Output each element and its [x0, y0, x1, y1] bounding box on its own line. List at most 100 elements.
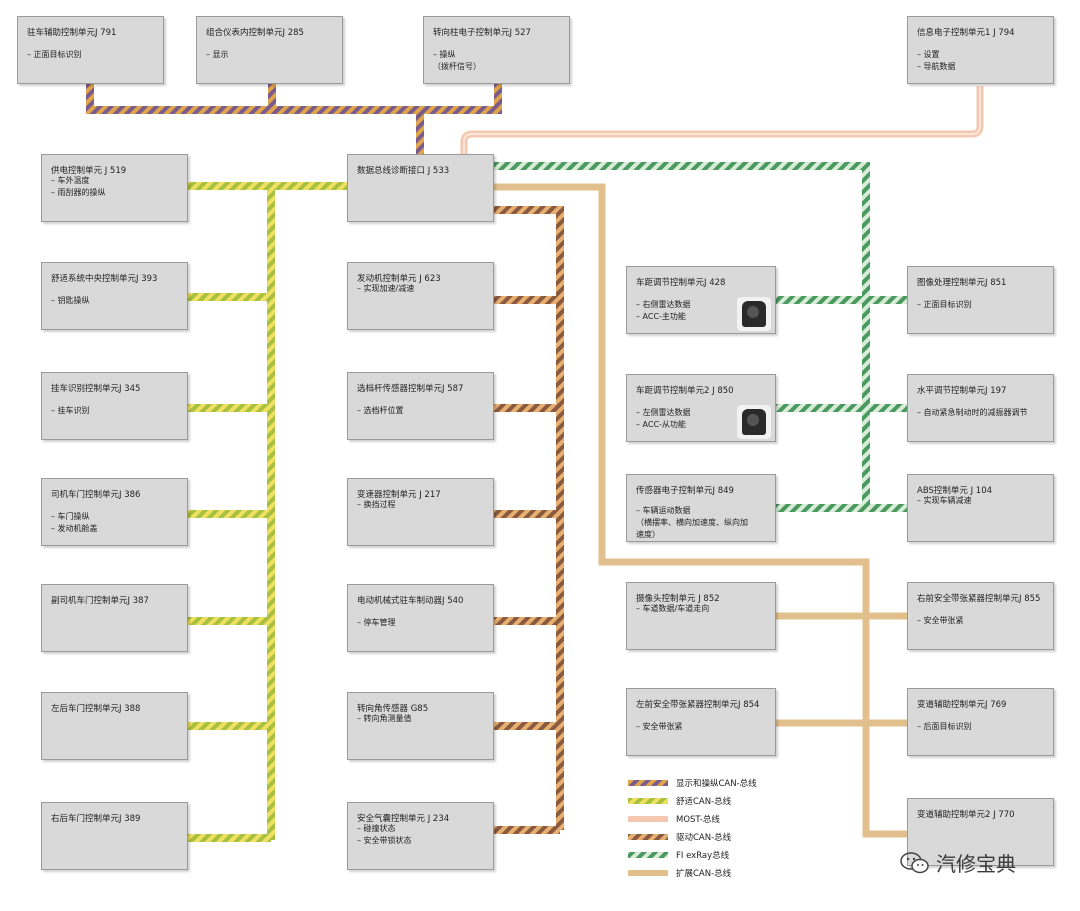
unit-j794: 信息电子控制单元1 J 794 – 设置 – 导航数据	[907, 16, 1054, 84]
unit-j623: 发动机控制单元 J 623 – 实现加速/减速	[347, 262, 494, 330]
unit-function: – 正面目标识别	[917, 300, 972, 309]
unit-title: 数据总线诊断接口 J 533	[357, 166, 450, 176]
unit-j234: 安全气囊控制单元 J 234 – 碰撞状态 – 安全带锁状态	[347, 802, 494, 870]
unit-functions: – 后面目标识别	[917, 721, 972, 733]
unit-function: – 实现加速/减速	[357, 284, 415, 293]
display-can-bus	[86, 84, 502, 156]
unit-j389: 右后车门控制单元J 389	[41, 802, 188, 870]
unit-j428: 车距调节控制单元J 428 – 右侧雷达数据 – ACC-主功能	[626, 266, 776, 334]
unit-j285: 组合仪表内控制单元J 285 – 显示	[196, 16, 343, 84]
watermark: 汽修宝典	[900, 848, 1016, 877]
unit-functions: – 车门操纵 – 发动机舱盖	[51, 511, 98, 535]
drive-can-bus	[494, 206, 564, 834]
unit-j387: 副司机车门控制单元J 387	[41, 584, 188, 652]
unit-title: 供电控制单元 J 519	[51, 166, 127, 176]
unit-j533-gateway: 数据总线诊断接口 J 533	[347, 154, 494, 222]
unit-function: – 车外温度	[51, 176, 90, 185]
unit-function: – 雨刮器的操纵	[51, 188, 106, 197]
unit-title: 安全气囊控制单元 J 234	[357, 814, 450, 824]
unit-title: 副司机车门控制单元J 387	[51, 596, 149, 606]
unit-functions: – 右侧雷达数据 – ACC-主功能	[636, 299, 691, 323]
unit-function: – 车辆运动数据	[636, 506, 691, 515]
unit-function: （拨杆信号）	[433, 62, 481, 71]
unit-functions: – 实现加速/减速	[357, 283, 414, 295]
watermark-text: 汽修宝典	[936, 852, 1016, 876]
unit-functions: – 停车管理	[357, 617, 396, 629]
legend-label-most: MOST-总线	[676, 815, 720, 825]
legend-swatch-flexray	[628, 852, 668, 858]
unit-function: – 车道数据/车道走向	[636, 604, 710, 613]
unit-j770: 变道辅助控制单元2 J 770	[907, 798, 1054, 866]
unit-functions: – 安全带张紧	[917, 615, 964, 627]
legend-label-flexray: FI exRay总线	[676, 851, 730, 861]
unit-j852: 摄像头控制单元 J 852 – 车道数据/车道走向	[626, 582, 776, 650]
unit-title: 左前安全带张紧器控制单元J 854	[636, 700, 760, 710]
unit-title: 发动机控制单元 J 623	[357, 274, 441, 284]
unit-functions: – 碰撞状态 – 安全带锁状态	[357, 823, 412, 847]
legend-label-extended: 扩展CAN-总线	[676, 869, 732, 879]
unit-j345: 挂车识别控制单元J 345 – 挂车识别	[41, 372, 188, 440]
unit-function: – 转向角测量值	[357, 714, 412, 723]
unit-j791: 驻车辅助控制单元J 791 – 正面目标识别	[17, 16, 164, 84]
unit-title: 司机车门控制单元J 386	[51, 490, 141, 500]
unit-title: 舒适系统中央控制单元J 393	[51, 274, 158, 284]
unit-title: 组合仪表内控制单元J 285	[206, 28, 304, 38]
unit-g85: 转向角传感器 G85 – 转向角测量值	[347, 692, 494, 760]
legend-label-display: 显示和操纵CAN-总线	[676, 779, 757, 789]
unit-title: 转向角传感器 G85	[357, 704, 429, 714]
unit-function: – 钥匙操纵	[51, 296, 90, 305]
wechat-icon	[900, 851, 929, 873]
unit-functions: – 换挡过程	[357, 499, 396, 511]
unit-function: – 碰撞状态	[357, 824, 396, 833]
legend-swatch-most	[628, 816, 668, 822]
unit-j393: 舒适系统中央控制单元J 393 – 钥匙操纵	[41, 262, 188, 330]
flexray-bus	[494, 162, 908, 512]
unit-title: 摄像头控制单元 J 852	[636, 594, 720, 604]
unit-functions: – 正面目标识别	[27, 49, 82, 61]
unit-function: – 正面目标识别	[27, 50, 82, 59]
unit-functions: – 挂车识别	[51, 405, 90, 417]
unit-function: – 自动紧急制动时的减振器调节	[917, 408, 1028, 417]
unit-j850: 车距调节控制单元2 J 850 – 左侧雷达数据 – ACC-从功能	[626, 374, 776, 442]
unit-function: 速度）	[636, 530, 660, 539]
unit-title: 驻车辅助控制单元J 791	[27, 28, 117, 38]
legend-swatch-extended	[628, 870, 668, 876]
unit-title: 变速器控制单元 J 217	[357, 490, 441, 500]
unit-function: – 导航数据	[917, 62, 956, 71]
unit-function: – 右侧雷达数据	[636, 300, 691, 309]
unit-title: 挂车识别控制单元J 345	[51, 384, 141, 394]
unit-title: 左后车门控制单元J 388	[51, 704, 141, 714]
unit-functions: – 正面目标识别	[917, 299, 972, 311]
unit-title: 右前安全带张紧器控制单元J 855	[917, 594, 1041, 604]
unit-functions: – 设置 – 导航数据	[917, 49, 956, 73]
unit-j197: 水平调节控制单元J 197 – 自动紧急制动时的减振器调节	[907, 374, 1054, 442]
unit-functions: – 选档杆位置	[357, 405, 404, 417]
unit-title: 转向柱电子控制单元J 527	[433, 28, 531, 38]
unit-functions: – 自动紧急制动时的减振器调节	[917, 407, 1028, 419]
unit-function: – 后面目标识别	[917, 722, 972, 731]
unit-j855: 右前安全带张紧器控制单元J 855 – 安全带张紧	[907, 582, 1054, 650]
unit-function: – 停车管理	[357, 618, 396, 627]
legend-swatch-display	[628, 780, 668, 786]
unit-function: – ACC-从功能	[636, 420, 686, 429]
unit-title: 车距调节控制单元J 428	[636, 278, 726, 288]
unit-function: – 安全带锁状态	[357, 836, 412, 845]
unit-function: – 安全带张紧	[636, 722, 683, 731]
unit-functions: – 操纵 （拨杆信号）	[433, 49, 481, 73]
unit-title: 右后车门控制单元J 389	[51, 814, 141, 824]
unit-function: – 实现车辆减速	[917, 496, 972, 505]
unit-functions: – 车道数据/车道走向	[636, 603, 709, 615]
unit-j851: 图像处理控制单元J 851 – 正面目标识别	[907, 266, 1054, 334]
extended-can-bus	[494, 183, 908, 838]
unit-j540: 电动机械式驻车制动器J 540 – 停车管理	[347, 584, 494, 652]
unit-function: – 发动机舱盖	[51, 524, 98, 533]
unit-j217: 变速器控制单元 J 217 – 换挡过程	[347, 478, 494, 546]
unit-function: – 安全带张紧	[917, 616, 964, 625]
unit-functions: – 显示	[206, 49, 229, 61]
comfort-can-bus	[188, 182, 348, 842]
unit-function: （横摆率、横向加速度、纵向加	[636, 518, 748, 527]
unit-j854: 左前安全带张紧器控制单元J 854 – 安全带张紧	[626, 688, 776, 756]
unit-function: – 左侧雷达数据	[636, 408, 691, 417]
unit-title: 水平调节控制单元J 197	[917, 386, 1007, 396]
